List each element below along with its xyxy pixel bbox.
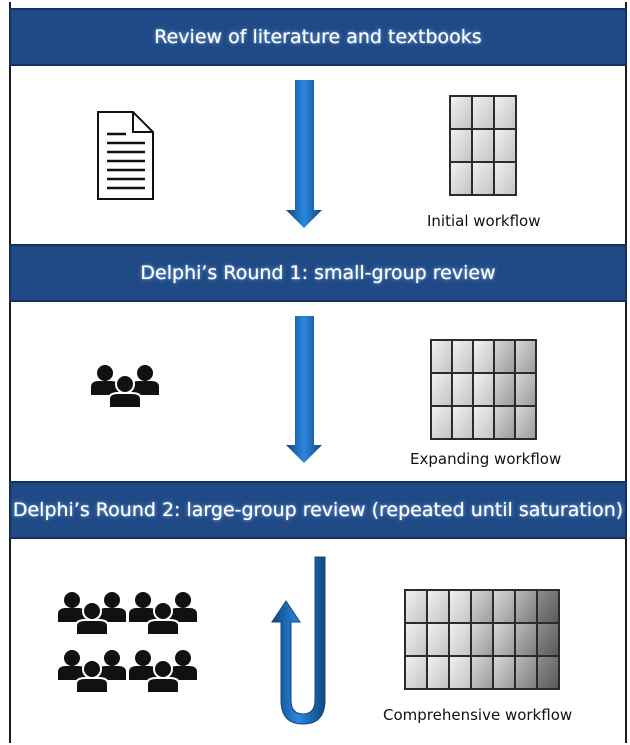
large-group-icon — [58, 592, 197, 693]
stage-3-header: Delphi’s Round 2: large-group review (re… — [9, 481, 627, 539]
u-turn-arrow — [271, 556, 326, 725]
comprehensive-workflow-grid-icon — [404, 589, 560, 690]
diagram-frame — [9, 2, 627, 743]
small-group-icon — [91, 365, 159, 408]
initial-workflow-grid-icon — [449, 95, 517, 196]
initial-workflow-label: Initial workflow — [427, 212, 541, 230]
stage-2-title: Delphi’s Round 1: small-group review — [140, 262, 496, 284]
stage-1-title: Review of literature and textbooks — [154, 26, 482, 48]
stage-2-header: Delphi’s Round 1: small-group review — [9, 244, 627, 302]
comprehensive-workflow-label: Comprehensive workflow — [383, 706, 573, 724]
stage-1-header: Review of literature and textbooks — [9, 8, 627, 66]
down-arrow-1 — [286, 80, 322, 228]
expanding-workflow-grid-icon — [430, 339, 537, 440]
document-icon — [97, 111, 154, 200]
stage-3-title: Delphi’s Round 2: large-group review (re… — [12, 499, 624, 521]
expanding-workflow-label: Expanding workflow — [410, 450, 562, 468]
down-arrow-2 — [286, 316, 322, 463]
